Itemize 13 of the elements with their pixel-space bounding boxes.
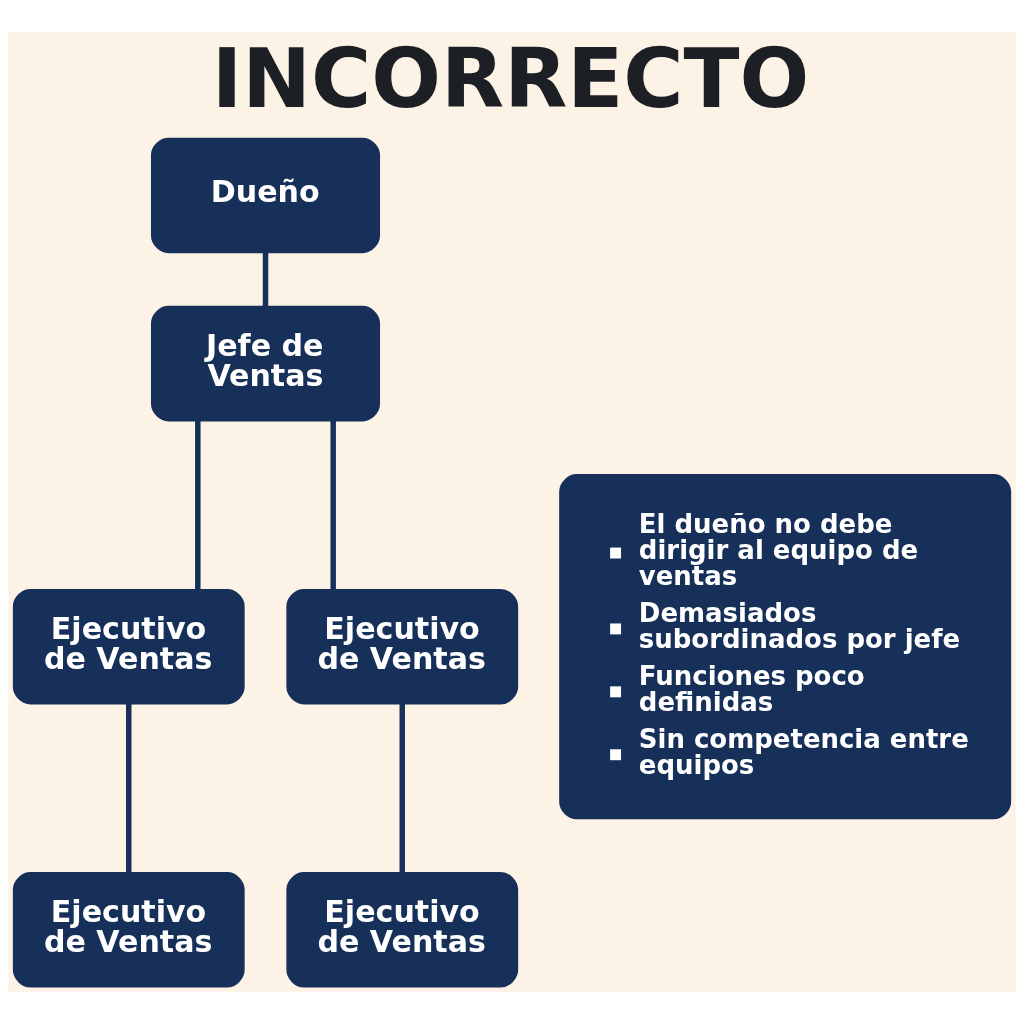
node-box: Ejecutivo de Ventas [12, 872, 245, 988]
diagram-title: INCORRECTO [211, 31, 810, 127]
connector [399, 704, 405, 873]
connector [262, 252, 269, 307]
node-box: Jefe de Ventas [150, 305, 381, 422]
connector [195, 420, 201, 590]
node-box: Dueño [150, 137, 381, 254]
node-box: Ejecutivo de Ventas [286, 588, 519, 705]
node-box: El dueño no debe dirigir al equipo de ventas Demasiados subordinados por jefe Funciones poco definidas Sin competencia entre equipos [559, 474, 1012, 820]
connector [330, 420, 336, 590]
node-box: Ejecutivo de Ventas [12, 588, 245, 705]
node-box: Ejecutivo de Ventas [286, 872, 519, 988]
connector [126, 704, 132, 873]
